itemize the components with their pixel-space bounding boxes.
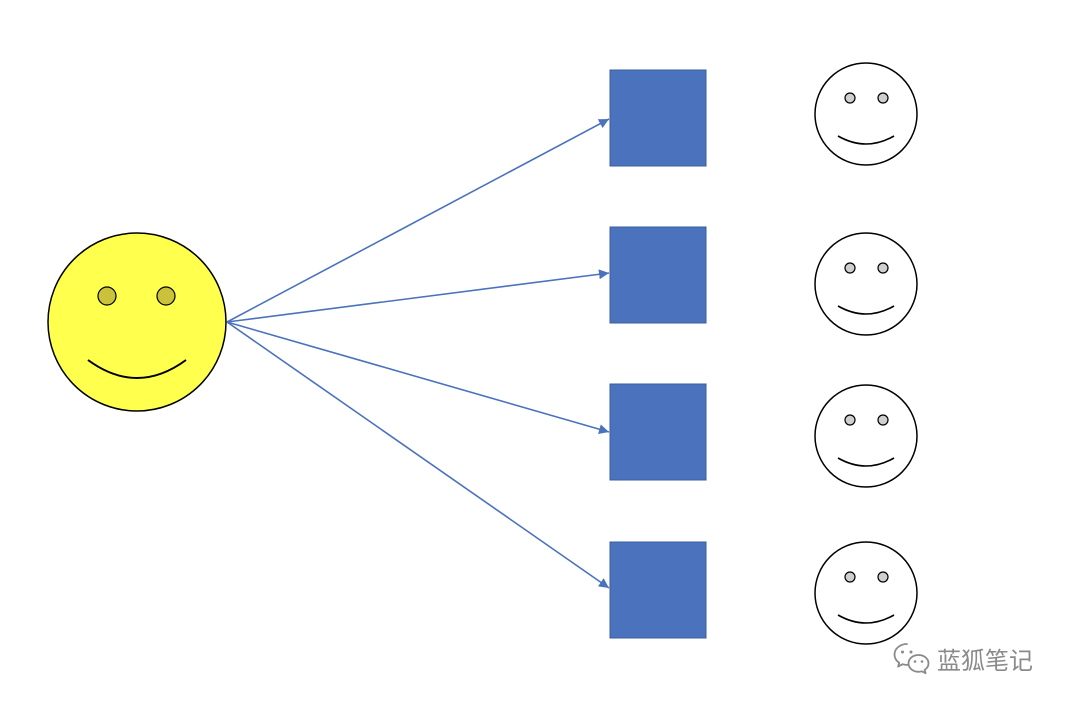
- arrow-1: [226, 118, 610, 323]
- source-left-eye: [97, 286, 117, 306]
- channel-box-2: [609, 226, 707, 324]
- arrow-2: [226, 269, 610, 323]
- source-right-eye: [156, 286, 176, 306]
- arrows: [226, 118, 610, 589]
- receiver-smiley-icon-1: [814, 62, 918, 166]
- watermark: 蓝狐笔记: [893, 638, 1033, 678]
- source-smiley-icon: [47, 232, 227, 412]
- source-smile: [87, 359, 187, 379]
- channel-boxes: [609, 69, 707, 639]
- channel-box-1: [609, 69, 707, 167]
- receiver-smiley-icon-2: [814, 232, 918, 336]
- channel-box-4: [609, 541, 707, 639]
- wechat-icon: [893, 643, 930, 675]
- receiver-smiley-icon-3: [814, 384, 918, 488]
- watermark-text: 蓝狐笔记: [937, 646, 1033, 675]
- receiver-smiley-icon-4: [814, 541, 918, 645]
- arrow-3: [226, 321, 610, 435]
- channel-box-3: [609, 383, 707, 481]
- arrow-4: [226, 321, 610, 589]
